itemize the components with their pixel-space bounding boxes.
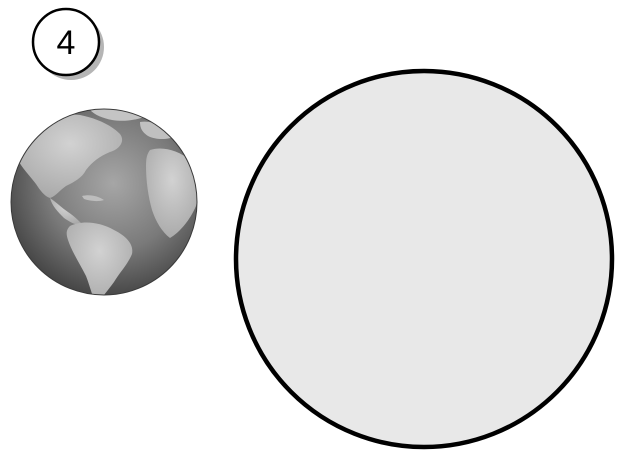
earth-globe-icon bbox=[11, 107, 198, 304]
badge-number: 4 bbox=[57, 24, 76, 62]
large-circle bbox=[236, 71, 612, 447]
number-badge: 4 bbox=[33, 9, 104, 80]
